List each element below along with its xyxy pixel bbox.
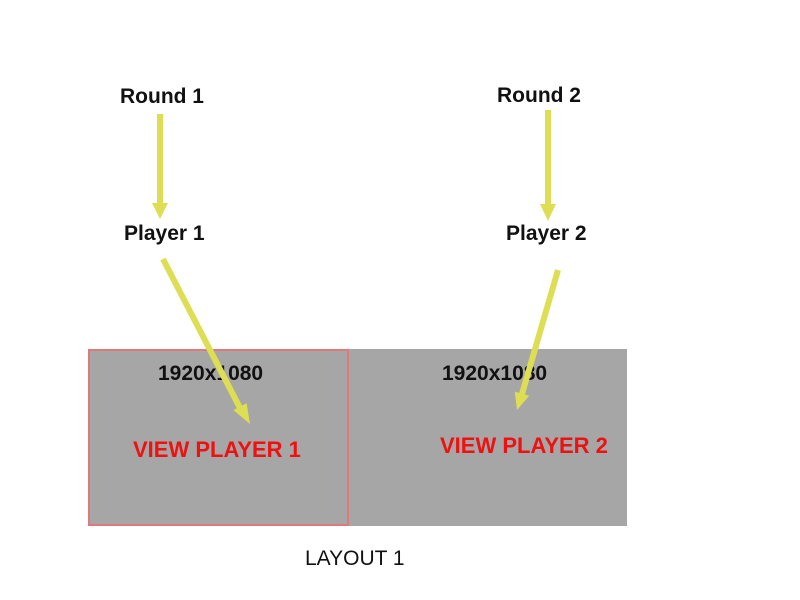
screen-2-resolution: 1920x1080 [442,362,548,385]
player-1-label: Player 1 [124,222,205,245]
screen-player-2 [349,349,627,526]
round-2-label: Round 2 [497,84,581,107]
layout-title: LAYOUT 1 [305,547,405,570]
screen-1-view-label: VIEW PLAYER 1 [133,437,301,462]
screen-1-resolution: 1920x1080 [158,362,264,385]
player-2-label: Player 2 [506,222,587,245]
round-1-label: Round 1 [120,85,204,108]
arrow-round-1-to-player-1 [152,114,168,219]
arrow-round-2-to-player-2 [540,110,556,221]
screen-2-view-label: VIEW PLAYER 2 [440,433,608,458]
